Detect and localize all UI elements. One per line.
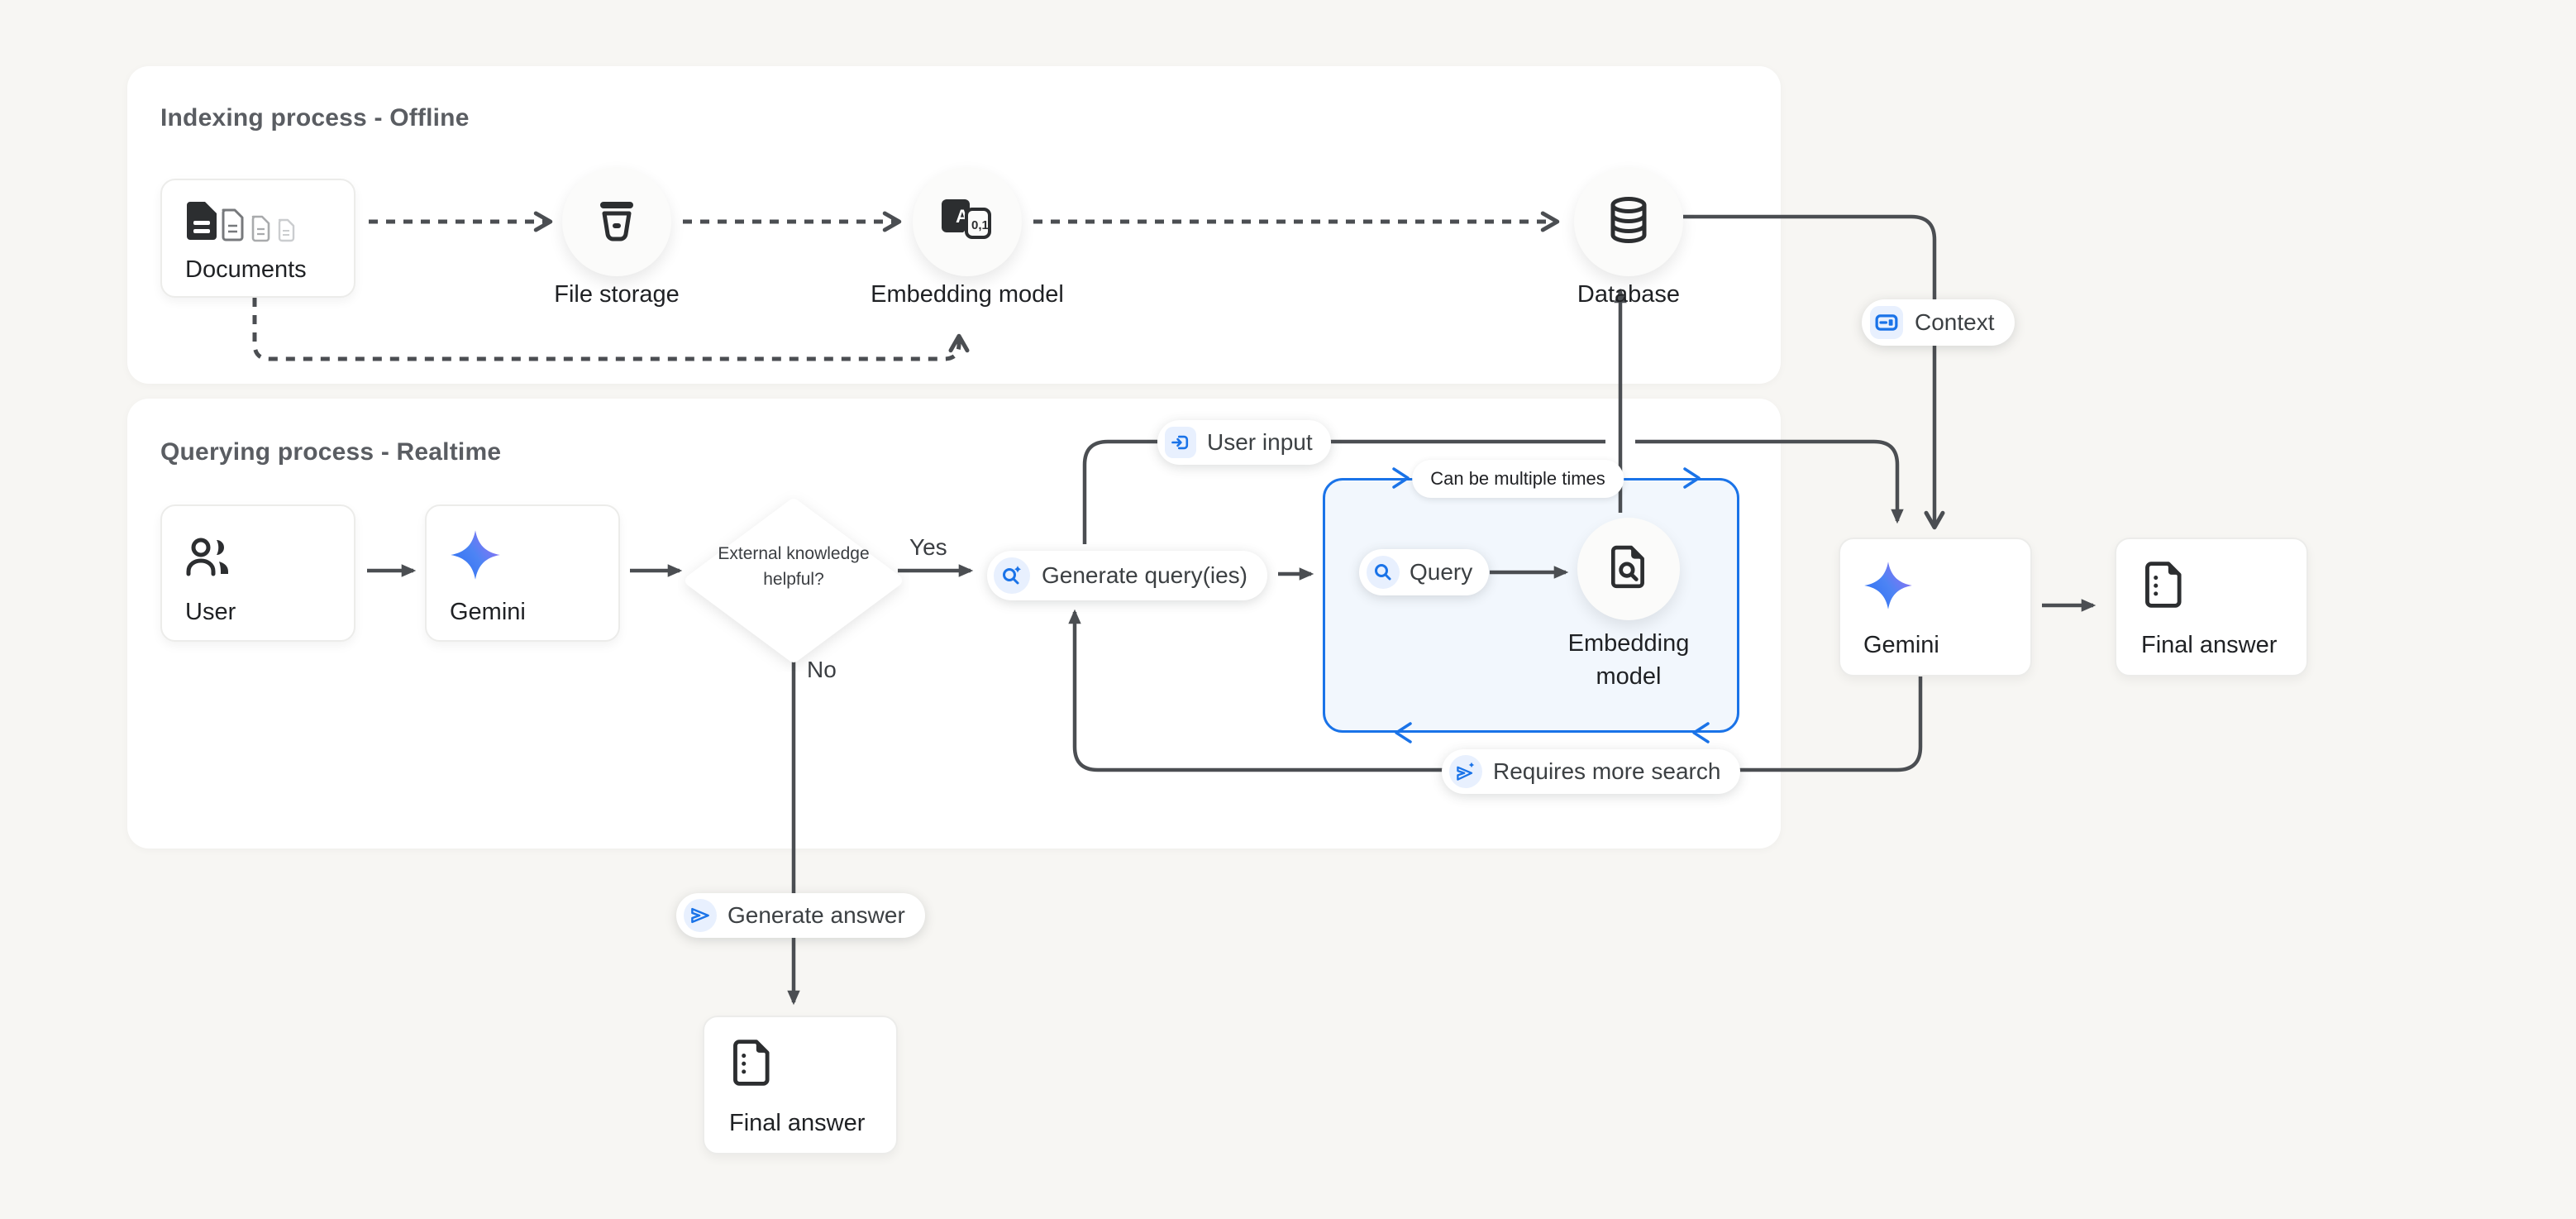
documents-node: Documents [160, 179, 355, 298]
user-input-label: User input [1207, 429, 1313, 455]
edge-requires-more-search-loop [1068, 609, 1923, 772]
user-node: User [160, 504, 355, 642]
final-answer-bottom-node: Final answer [703, 1016, 898, 1154]
generate-queries-node: Generate query(ies) [987, 551, 1268, 600]
gemini-query-label: Gemini [450, 599, 526, 625]
embedding-model-realtime-node [1577, 518, 1680, 620]
final-answer-bottom-label: Final answer [729, 1110, 866, 1136]
requires-more-search-badge: Requires more search [1442, 749, 1741, 794]
embedding-model-offline-label: Embedding model [871, 281, 1064, 308]
documents-icon [184, 198, 316, 249]
database-node [1574, 167, 1683, 276]
input-icon [1165, 427, 1196, 458]
loop-arrow-top-left-icon [1392, 467, 1410, 489]
final-answer-right-label: Final answer [2141, 632, 2278, 658]
send-icon [684, 899, 717, 932]
edge-user-input-to-gemini-answer [1635, 439, 1904, 524]
loop-arrow-bottom-right-icon [1692, 722, 1710, 743]
decision-label: External knowledge helpful? [718, 544, 870, 589]
querying-section-title: Querying process - Realtime [160, 438, 502, 466]
can-be-multiple-times-pill: Can be multiple times [1412, 460, 1624, 498]
answer-document-icon [2143, 561, 2186, 613]
query-label: Query [1410, 559, 1473, 585]
svg-text:0,1: 0,1 [971, 218, 989, 232]
loop-arrow-bottom-left-icon [1395, 722, 1412, 743]
edge-database-context-to-gemini-answer [1683, 214, 1945, 530]
retrieval-loop-box [1323, 478, 1739, 733]
user-label: User [185, 599, 236, 625]
query-node: Query [1359, 549, 1490, 595]
storage-bucket-icon [594, 198, 639, 246]
embedding-model-offline-node: A 0,1 [913, 167, 1022, 276]
gemini-query-node: Gemini [425, 504, 620, 642]
generate-queries-label: Generate query(ies) [1042, 562, 1248, 588]
context-badge: Context [1862, 299, 2015, 346]
yes-edge-label: Yes [909, 534, 947, 560]
gemini-answer-label: Gemini [1863, 632, 1939, 658]
database-label: Database [1577, 281, 1681, 308]
context-badge-label: Context [1915, 309, 1995, 335]
context-panel-icon [1870, 306, 1903, 339]
final-answer-right-node: Final answer [2115, 538, 2308, 676]
no-edge-label: No [807, 657, 837, 682]
generate-answer-badge: Generate answer [676, 893, 925, 938]
generate-answer-label: Generate answer [727, 902, 905, 928]
embedding-model-icon: A 0,1 [940, 196, 995, 248]
file-storage-node [562, 167, 671, 276]
users-icon [185, 536, 235, 583]
search-sparkle-icon [994, 557, 1030, 594]
gemini-star-icon [1863, 561, 1913, 614]
search-icon [1367, 556, 1400, 589]
edge-documents-loop-to-embedding [252, 298, 970, 361]
gemini-answer-node: Gemini [1839, 538, 2032, 676]
document-search-icon [1609, 545, 1648, 594]
can-be-multiple-times-label: Can be multiple times [1430, 468, 1605, 489]
decision-diamond [685, 499, 902, 662]
embedding-model-realtime-label: Embedding model [1567, 630, 1690, 690]
database-icon [1606, 196, 1651, 248]
documents-label: Documents [185, 256, 307, 283]
loop-arrow-top-right-icon [1683, 467, 1701, 489]
file-storage-label: File storage [554, 281, 680, 308]
user-input-badge: User input [1157, 420, 1331, 465]
indexing-section-title: Indexing process - Offline [160, 104, 470, 131]
edge-user-input-to-generate-queries [1082, 439, 1157, 544]
answer-document-icon [731, 1039, 774, 1091]
send-sparkle-icon [1449, 755, 1482, 788]
gemini-star-icon [450, 529, 501, 585]
requires-more-search-label: Requires more search [1493, 758, 1721, 784]
